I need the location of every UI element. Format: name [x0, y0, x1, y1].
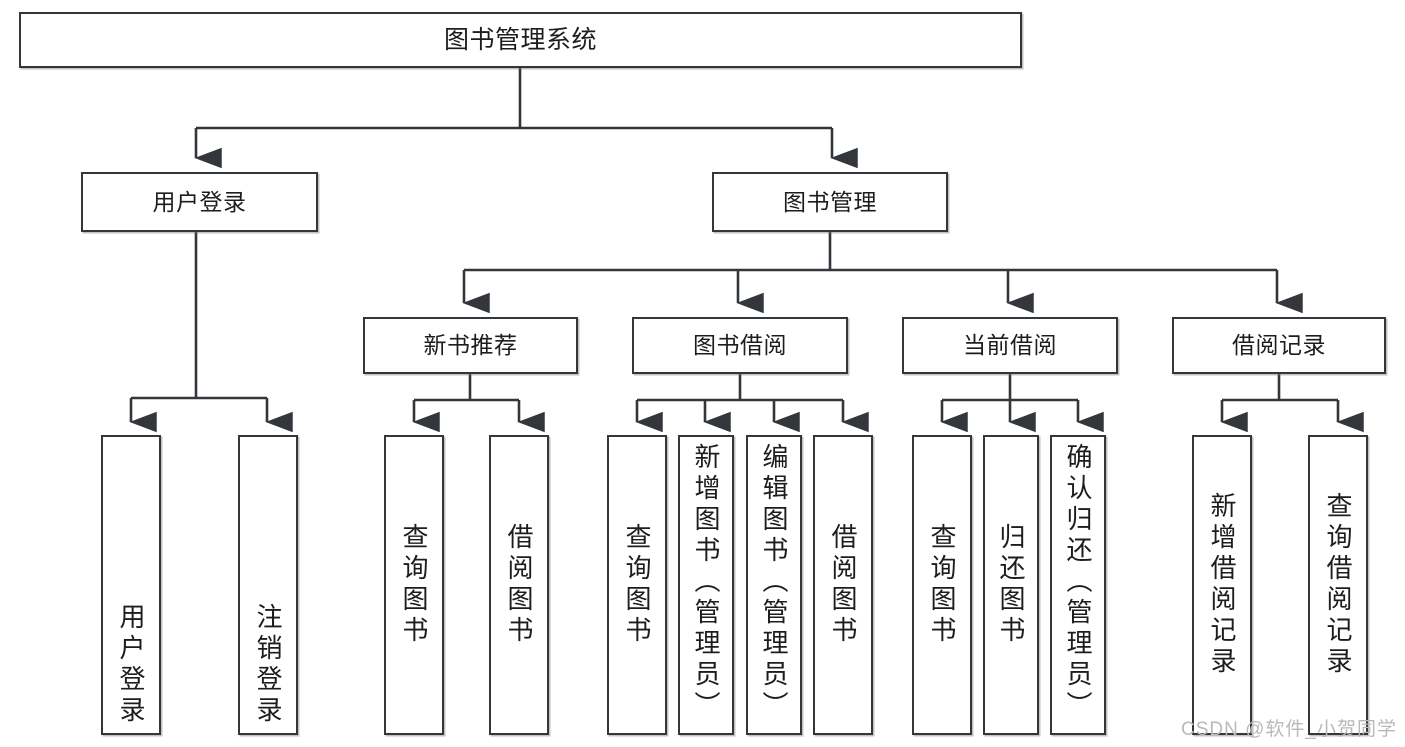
- node-root-label: 图书管理系统: [443, 25, 597, 54]
- leaf-query-borrow-record[interactable]: 查询借阅记录: [1308, 435, 1368, 735]
- leaf-add-borrow-record[interactable]: 新增借阅记录: [1192, 435, 1252, 735]
- leaf-query-book-current[interactable]: 查询图书: [912, 435, 972, 735]
- leaf-add-borrow-record-label: 新增借阅记录: [1207, 492, 1237, 678]
- leaf-query-book-recommend[interactable]: 查询图书: [384, 435, 444, 735]
- leaf-query-book-borrow[interactable]: 查询图书: [607, 435, 667, 735]
- node-user-login[interactable]: 用户登录: [81, 172, 318, 232]
- node-book-management-label: 图书管理: [783, 188, 877, 215]
- leaf-query-book-recommend-label: 查询图书: [399, 523, 429, 647]
- leaf-user-login[interactable]: 用户登录: [101, 435, 161, 735]
- node-new-book-recommend-label: 新书推荐: [423, 332, 518, 359]
- node-current-borrow-label: 当前借阅: [963, 332, 1057, 359]
- leaf-confirm-return-admin[interactable]: 确认归还（管理员）: [1050, 435, 1106, 735]
- leaf-user-login-label: 用户登录: [116, 603, 146, 727]
- leaf-return-book[interactable]: 归还图书: [983, 435, 1039, 735]
- leaf-query-borrow-record-label: 查询借阅记录: [1323, 492, 1353, 678]
- node-borrow-records[interactable]: 借阅记录: [1172, 317, 1386, 374]
- leaf-borrow-book-label: 借阅图书: [828, 523, 858, 647]
- leaf-borrow-book-recommend-label: 借阅图书: [504, 523, 534, 647]
- leaf-borrow-book[interactable]: 借阅图书: [813, 435, 873, 735]
- node-book-borrow-label: 图书借阅: [693, 332, 787, 359]
- node-borrow-records-label: 借阅记录: [1232, 332, 1326, 359]
- node-root[interactable]: 图书管理系统: [19, 12, 1022, 68]
- leaf-borrow-book-recommend[interactable]: 借阅图书: [489, 435, 549, 735]
- node-book-management[interactable]: 图书管理: [712, 172, 948, 232]
- leaf-logout[interactable]: 注销登录: [238, 435, 298, 735]
- leaf-return-book-label: 归还图书: [996, 523, 1026, 647]
- leaf-confirm-return-admin-label: 确认归还（管理员）: [1063, 443, 1093, 722]
- leaf-query-book-current-label: 查询图书: [927, 523, 957, 647]
- node-current-borrow[interactable]: 当前借阅: [902, 317, 1118, 374]
- node-new-book-recommend[interactable]: 新书推荐: [363, 317, 578, 374]
- leaf-logout-label: 注销登录: [253, 603, 283, 727]
- leaf-add-book-admin-label: 新增图书（管理员）: [691, 443, 721, 722]
- node-user-login-label: 用户登录: [152, 188, 247, 215]
- leaf-edit-book-admin[interactable]: 编辑图书（管理员）: [746, 435, 802, 735]
- leaf-query-book-borrow-label: 查询图书: [622, 523, 652, 647]
- node-book-borrow[interactable]: 图书借阅: [632, 317, 848, 374]
- leaf-edit-book-admin-label: 编辑图书（管理员）: [759, 443, 789, 722]
- leaf-add-book-admin[interactable]: 新增图书（管理员）: [678, 435, 734, 735]
